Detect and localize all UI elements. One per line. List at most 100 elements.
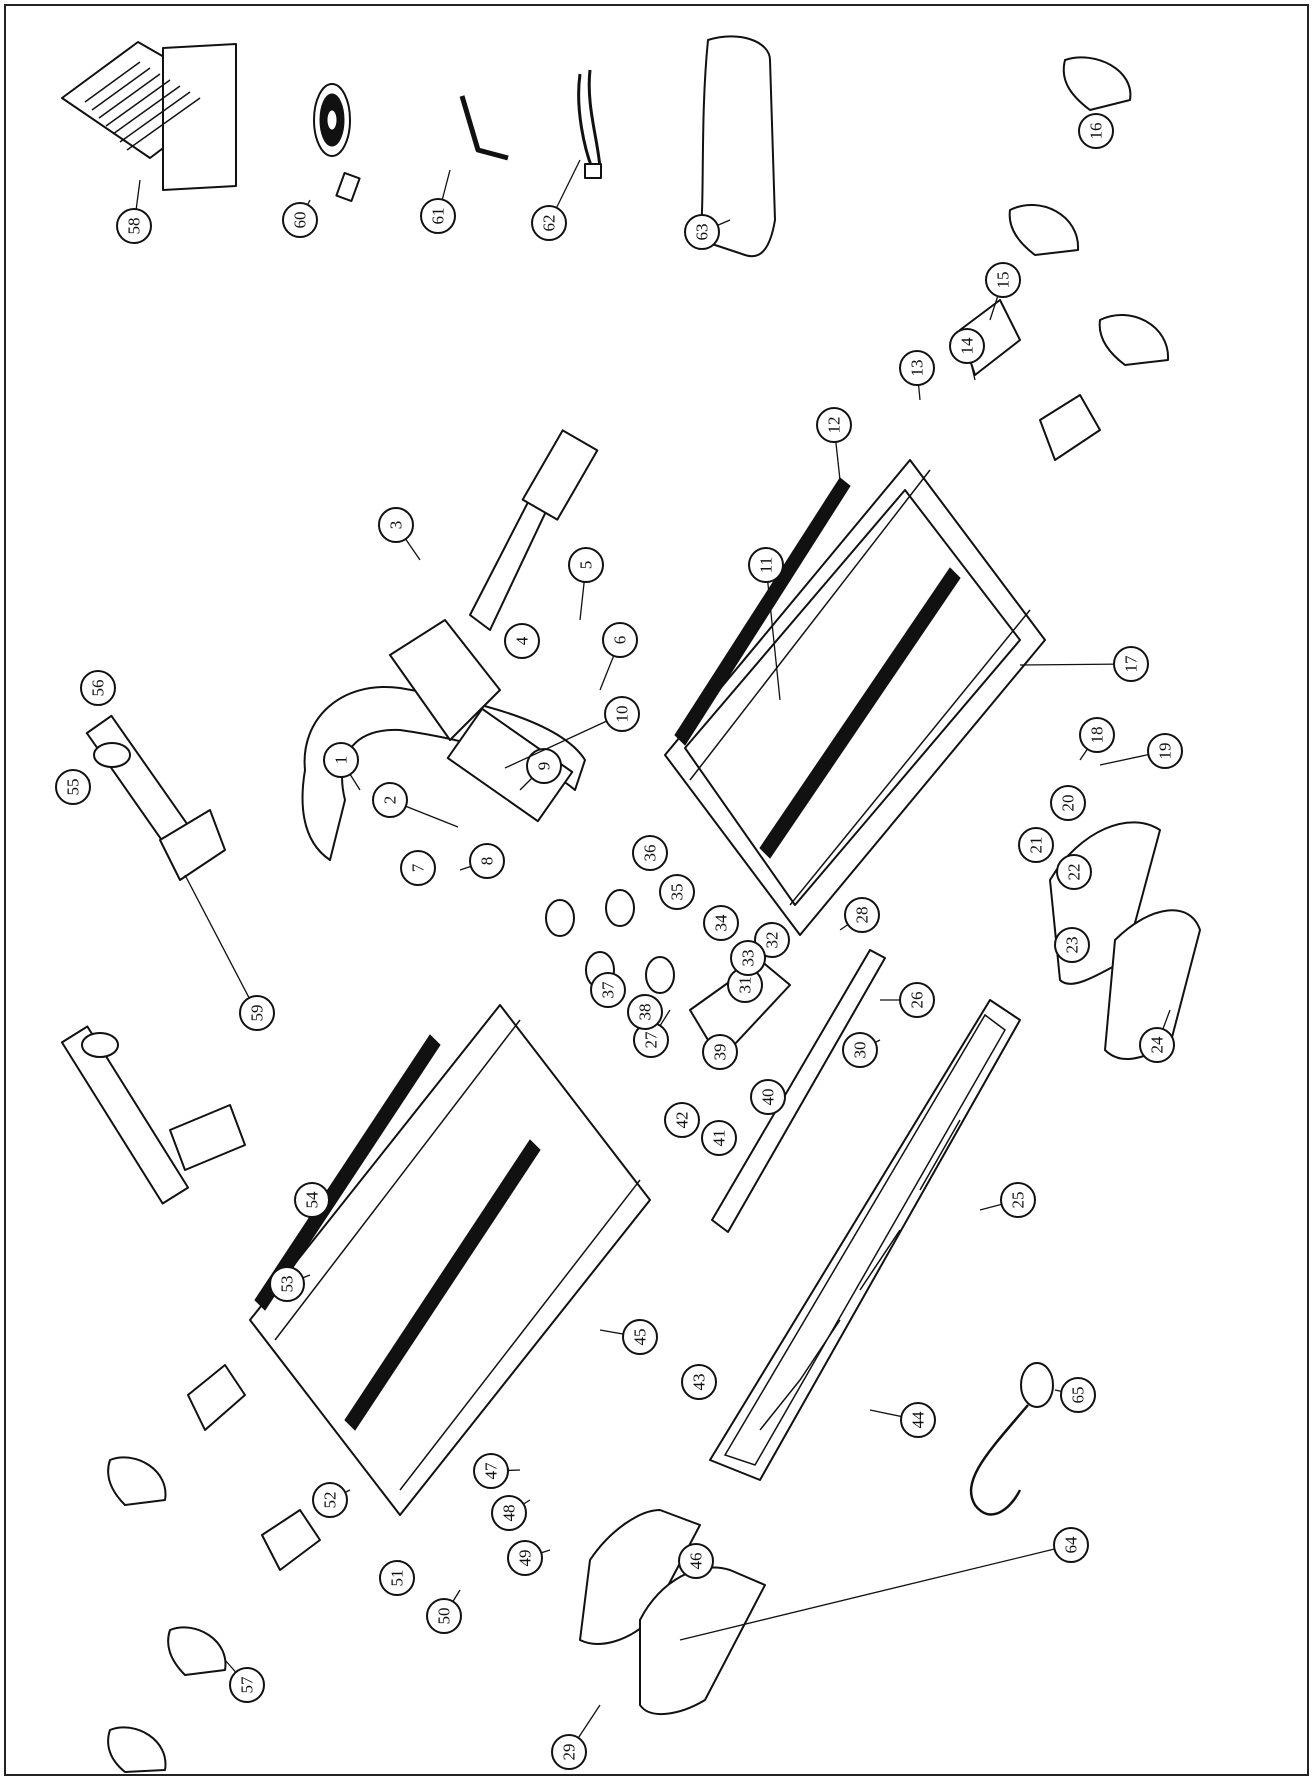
side-bar: [711, 949, 886, 1233]
callout-number-4: 4: [513, 636, 532, 645]
callout-number-62: 62: [540, 215, 559, 232]
callout-circle-22: [1056, 854, 1092, 890]
callout-circle-65: [1060, 1377, 1096, 1413]
callout-57: 57: [224, 1659, 265, 1703]
callout-63: 63: [684, 214, 731, 250]
callout-circle-23: [1054, 927, 1090, 963]
callout-circle-47: [473, 1453, 509, 1489]
callout-number-24: 24: [1148, 1036, 1167, 1054]
callout-circle-45: [622, 1319, 658, 1355]
callout-23: 23: [1054, 927, 1090, 963]
callout-21: 21: [1018, 827, 1054, 863]
callout-circle-3: [378, 507, 414, 543]
callout-number-17: 17: [1122, 655, 1141, 673]
callout-55: 55: [55, 769, 91, 805]
callout-number-55: 55: [64, 779, 83, 796]
end-caps-and-wheels: [107, 56, 1170, 1773]
callout-number-18: 18: [1088, 727, 1107, 744]
callout-circle-34: [703, 905, 739, 941]
callout-4: 4: [504, 623, 540, 659]
callout-number-23: 23: [1063, 937, 1082, 954]
callout-7: 7: [400, 850, 436, 886]
callout-number-38: 38: [636, 1004, 655, 1021]
callout-number-35: 35: [668, 884, 687, 901]
callout-number-47: 47: [482, 1462, 501, 1480]
callout-circle-43: [681, 1364, 717, 1400]
callout-number-13: 13: [908, 360, 927, 377]
manual-illustration: [61, 41, 237, 191]
callout-circle-16: [1078, 113, 1114, 149]
callout-18: 18: [1079, 717, 1115, 761]
callout-34: 34: [703, 905, 739, 941]
callout-circle-55: [55, 769, 91, 805]
callout-number-11: 11: [757, 557, 776, 573]
callout-circle-52: [312, 1482, 348, 1518]
callout-number-48: 48: [500, 1505, 519, 1522]
callout-number-57: 57: [238, 1676, 257, 1694]
callout-42: 42: [664, 1102, 700, 1138]
callout-circle-53: [269, 1266, 305, 1302]
callout-26: 26: [880, 982, 935, 1018]
callout-number-31: 31: [736, 977, 755, 994]
callout-53: 53: [269, 1266, 311, 1302]
callout-circle-44: [900, 1402, 936, 1438]
callout-number-7: 7: [409, 863, 428, 872]
callout-number-9: 9: [535, 762, 554, 771]
callout-number-29: 29: [560, 1744, 579, 1761]
callout-circle-5: [568, 547, 604, 583]
callout-56: 56: [80, 670, 116, 706]
callout-29: 29: [551, 1704, 601, 1770]
callout-circle-39: [702, 1034, 738, 1070]
callout-circle-14: [949, 328, 985, 364]
callout-number-40: 40: [759, 1089, 778, 1106]
callout-circle-38: [627, 994, 663, 1030]
lubricant-roll-illustration: [313, 83, 361, 203]
callout-circle-46: [678, 1543, 714, 1579]
callout-number-30: 30: [851, 1042, 870, 1059]
callout-number-32: 32: [763, 932, 782, 949]
callout-circle-19: [1147, 733, 1183, 769]
upper-deck-frame: [664, 459, 1046, 936]
callout-9: 9: [519, 748, 562, 791]
callout-circle-33: [730, 940, 766, 976]
callout-46: 46: [678, 1543, 714, 1579]
callout-circle-59: [239, 995, 275, 1031]
callout-15: 15: [985, 262, 1021, 321]
callout-number-28: 28: [853, 907, 872, 924]
callout-number-63: 63: [693, 224, 712, 241]
callout-65: 65: [1054, 1377, 1096, 1413]
callout-circle-6: [602, 622, 638, 658]
callout-circle-62: [531, 205, 567, 241]
callout-12: 12: [816, 407, 852, 481]
callout-20: 20: [1050, 785, 1086, 821]
callout-number-46: 46: [687, 1553, 706, 1570]
callout-37: 37: [590, 972, 626, 1008]
callout-17: 17: [1019, 646, 1149, 682]
callout-number-8: 8: [478, 857, 497, 866]
callout-circle-26: [899, 982, 935, 1018]
callout-3: 3: [378, 507, 421, 561]
callout-49: 49: [507, 1540, 551, 1576]
callout-circle-15: [985, 262, 1021, 298]
callout-59: 59: [184, 874, 275, 1031]
side-covers: [579, 821, 1201, 1716]
callout-circle-24: [1139, 1027, 1175, 1063]
step-plate: [709, 999, 1021, 1481]
callout-number-51: 51: [388, 1570, 407, 1587]
page-frame: [4, 4, 1309, 1776]
callout-number-6: 6: [611, 636, 630, 645]
callout-35: 35: [659, 874, 695, 910]
callout-48: 48: [491, 1495, 531, 1531]
callout-11: 11: [748, 547, 784, 701]
callout-number-36: 36: [641, 845, 660, 862]
callout-number-15: 15: [994, 272, 1013, 289]
callout-circle-56: [80, 670, 116, 706]
callout-circle-18: [1079, 717, 1115, 753]
callout-number-20: 20: [1059, 795, 1078, 812]
callout-8: 8: [459, 843, 505, 879]
callout-leader-64: [679, 1544, 1072, 1641]
handlebar-assembly: [301, 429, 599, 861]
callout-leader-11: [765, 564, 781, 701]
callout-circle-64: [1053, 1527, 1089, 1563]
callout-number-21: 21: [1027, 837, 1046, 854]
